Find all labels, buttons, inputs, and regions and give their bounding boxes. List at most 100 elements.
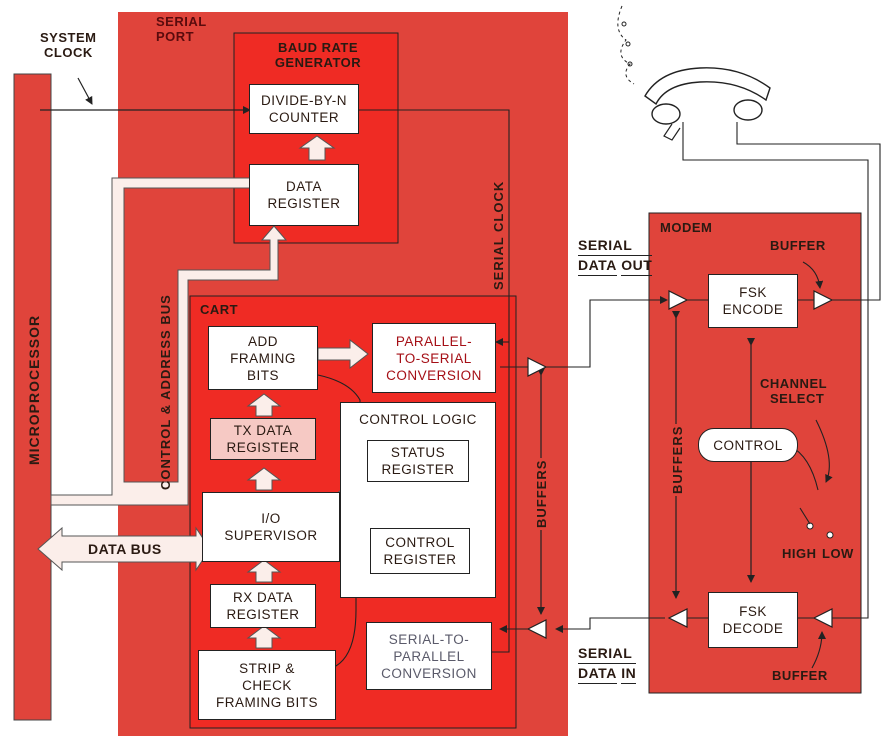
serial-port-label: SERIAL PORT (156, 14, 207, 44)
arrow-strip-to-rx (246, 625, 282, 649)
divide-by-n-line1: DIVIDE-BY-N (260, 93, 348, 108)
data-register-line2: REGISTER (267, 196, 341, 211)
cart-input-buffer (526, 619, 547, 639)
add-framing-line1: ADD (247, 333, 278, 349)
channel-select-line2: SELECT (770, 391, 825, 406)
modem-input-buffer-top (668, 290, 689, 310)
system-clock-pointer (77, 77, 93, 105)
cart-buffers-label: BUFFERS (534, 457, 549, 530)
buffer-top-label: BUFFER (770, 238, 826, 253)
serial-port-line2: PORT (156, 29, 195, 44)
p2s-line3: CONVERSION (386, 367, 482, 383)
control-register-line2: REGISTER (383, 552, 457, 567)
baud-rate-line2: GENERATOR (274, 55, 362, 70)
p2s-line1: PARALLEL- (395, 333, 473, 349)
modem-buffers-label: BUFFERS (670, 423, 685, 496)
buffer-bottom-pointer (811, 631, 826, 669)
fsk-encode-line2: ENCODE (722, 302, 784, 317)
serial-data-in-line3: IN (621, 664, 637, 684)
line-framing-to-status (317, 374, 361, 412)
arrow-framing-to-p2s (317, 338, 369, 370)
baud-rate-generator-label: BAUD RATE GENERATOR (258, 40, 378, 70)
strip-check-line2: CHECK (242, 677, 292, 693)
fsk-encode-line1: FSK (739, 285, 767, 300)
control-register: CONTROL REGISTER (370, 528, 470, 574)
data-register: DATA REGISTER (249, 164, 359, 226)
serial-port-line1: SERIAL (156, 14, 207, 29)
rx-data-line1: RX DATA (232, 590, 293, 605)
control-logic-title: CONTROL LOGIC (359, 412, 477, 427)
system-clock-line1: SYSTEM (40, 30, 97, 45)
fsk-decode-line1: FSK (739, 604, 767, 619)
divide-by-n-counter: DIVIDE-BY-N COUNTER (249, 84, 359, 134)
serial-clock-label: SERIAL CLOCK (491, 180, 506, 290)
arrow-io-to-tx (246, 467, 282, 491)
serial-data-out-line1: SERIAL (578, 236, 653, 256)
microprocessor-block (13, 73, 52, 721)
buffer-top-pointer (802, 261, 824, 289)
telephone-handset-icon (617, 5, 771, 141)
control-register-line1: CONTROL (385, 535, 455, 550)
status-register: STATUS REGISTER (367, 440, 469, 482)
phone-line-left (682, 122, 869, 619)
s2p-line3: CONVERSION (381, 665, 477, 681)
io-supervisor-line2: SUPERVISOR (224, 528, 318, 543)
line-strip-to-s2p (331, 520, 357, 669)
cart-label: CART (200, 302, 239, 317)
channel-select-line1: CHANNEL (760, 376, 828, 391)
data-bus-label: DATA BUS (88, 541, 162, 557)
status-register-line2: REGISTER (381, 462, 455, 477)
arrow-tx-to-framing (246, 393, 282, 417)
divide-by-n-line2: COUNTER (268, 110, 340, 125)
high-label: HIGH (782, 546, 817, 561)
serial-clock-line (358, 109, 510, 653)
serial-data-in-line (555, 617, 665, 633)
serial-data-in-label: SERIAL DATA IN (578, 644, 637, 684)
serial-data-out-line (546, 296, 668, 368)
control-pill-text: CONTROL (713, 437, 783, 453)
control-pill: CONTROL (698, 428, 798, 462)
microprocessor-label: MICROPROCESSOR (26, 314, 42, 465)
serial-data-out-line3: OUT (621, 256, 653, 276)
p2s-line2: TO-SERIAL (396, 350, 472, 366)
serial-to-parallel: SERIAL-TO- PARALLEL CONVERSION (366, 622, 492, 690)
serial-data-out-line2: DATA (578, 256, 617, 276)
serial-data-out-label: SERIAL DATA OUT (578, 236, 653, 276)
add-framing-line2: FRAMING (230, 350, 296, 366)
control-address-bus-label: CONTROL & ADDRESS BUS (158, 294, 173, 490)
system-clock-label: SYSTEM CLOCK (40, 30, 96, 60)
system-clock-line2: CLOCK (44, 45, 93, 60)
fsk-decode: FSK DECODE (708, 592, 798, 648)
low-label: LOW (822, 546, 854, 561)
rx-data-line2: REGISTER (226, 607, 300, 622)
strip-check-line1: STRIP & (239, 660, 295, 676)
s2p-line1: SERIAL-TO- (388, 631, 470, 647)
io-supervisor: I/O SUPERVISOR (202, 492, 340, 562)
add-framing-bits: ADD FRAMING BITS (208, 326, 318, 390)
tx-data-line2: REGISTER (226, 440, 300, 455)
switch-arm (799, 507, 811, 525)
strip-check-framing-bits: STRIP & CHECK FRAMING BITS (198, 650, 336, 720)
baud-rate-line1: BAUD RATE (277, 40, 359, 55)
data-register-line1: DATA (285, 179, 322, 194)
parallel-to-serial: PARALLEL- TO-SERIAL CONVERSION (372, 323, 496, 393)
status-register-line1: STATUS (390, 445, 446, 460)
buffer-bottom-label: BUFFER (772, 668, 828, 683)
fsk-encode: FSK ENCODE (708, 274, 798, 328)
arrow-data-to-counter (298, 135, 336, 161)
strip-check-line3: FRAMING BITS (215, 694, 318, 710)
serial-data-in-line1: SERIAL (578, 644, 637, 664)
rx-data-register: RX DATA REGISTER (210, 584, 316, 628)
switch-low-contact (826, 531, 834, 539)
fsk-decode-line2: DECODE (722, 621, 784, 636)
channel-select-pointer (815, 419, 833, 483)
serial-data-in-line2: DATA (578, 664, 617, 684)
s2p-line2: PARALLEL (393, 648, 465, 664)
arrow-rx-to-io (246, 559, 282, 583)
tx-data-register: TX DATA REGISTER (210, 418, 316, 460)
modem-label: MODEM (660, 220, 713, 235)
add-framing-line3: BITS (246, 367, 279, 383)
tx-data-line1: TX DATA (233, 423, 293, 438)
io-supervisor-line1: I/O (261, 511, 281, 526)
